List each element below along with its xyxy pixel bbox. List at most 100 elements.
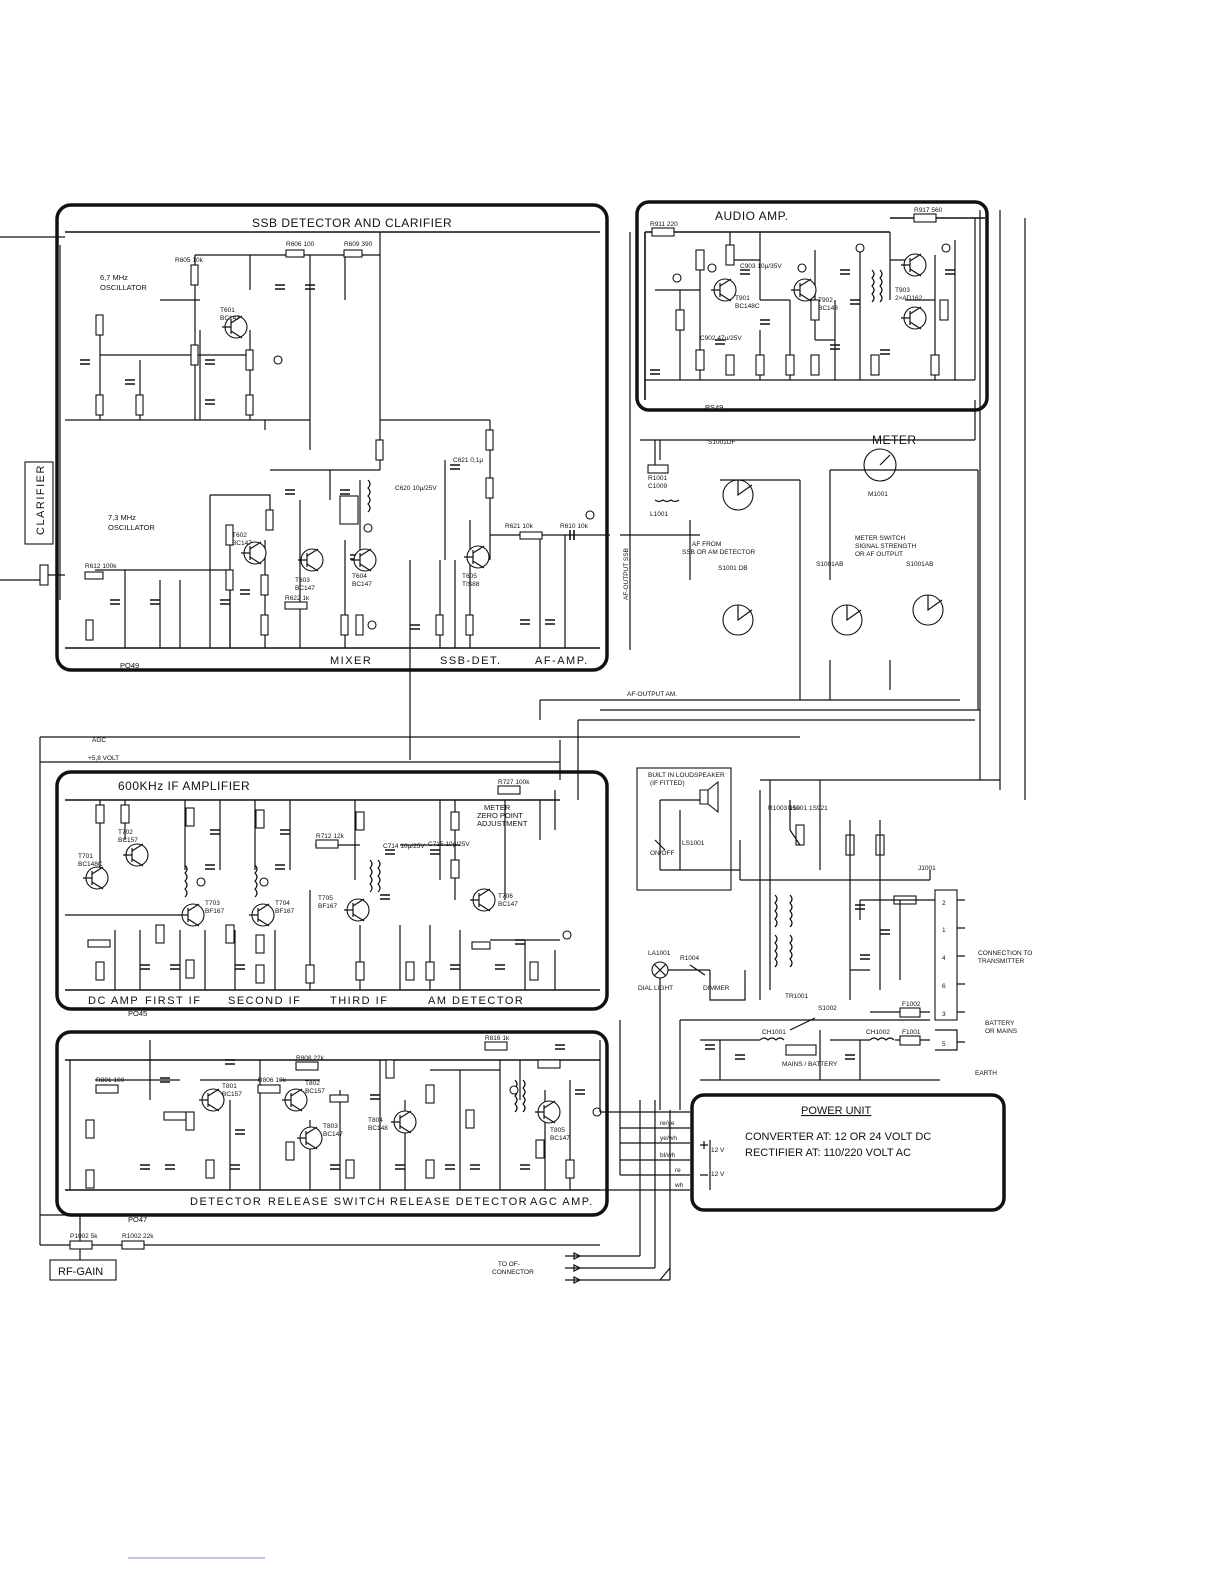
connection-line1: CONNECTION TO bbox=[978, 950, 1032, 957]
ssb-footer-ssbdet: SSB-DET. bbox=[440, 655, 502, 667]
af-output-ssb: AF-OUTPUT SSB bbox=[623, 548, 630, 600]
t805-type: BC147 bbox=[550, 1135, 570, 1142]
ssb-part-r624: R622 1k bbox=[285, 595, 310, 602]
t703-ref: T703 bbox=[205, 900, 220, 907]
s1002-label: S1002 bbox=[818, 1005, 837, 1012]
t802-ref: T802 bbox=[305, 1080, 320, 1087]
t706-ref: T706 bbox=[498, 893, 513, 900]
dimmer-ref: R1004 bbox=[680, 955, 700, 962]
osc1-label: OSCILLATOR bbox=[100, 283, 147, 292]
ssb-part-c619: C620 10μ/25V bbox=[395, 485, 437, 492]
audio-part-c902: C902 47μ/25V bbox=[700, 335, 742, 342]
osc2-freq: 7,3 MHz bbox=[108, 513, 136, 522]
ssb-part-r605: R605 10k bbox=[175, 257, 204, 264]
t604-type: BC147 bbox=[352, 581, 372, 588]
if-part-r727: R727 100k bbox=[498, 779, 530, 786]
switch-meter-section: S1001DF METER M1001 AF FROM SSB OR AM DE… bbox=[620, 210, 1026, 800]
terminal-6: 5 bbox=[942, 1041, 946, 1048]
t706-type: BC147 bbox=[498, 901, 518, 908]
s1001df-label: S1001DF bbox=[708, 439, 735, 446]
volt-label-2: 12 V bbox=[711, 1171, 725, 1178]
clarifier-label: CLARIFIER bbox=[35, 464, 47, 535]
wire-tag-2: ye/wh bbox=[660, 1135, 677, 1142]
if-board-id: PO45 bbox=[128, 1009, 147, 1018]
wire-tag-3: bl/wh bbox=[660, 1152, 676, 1159]
meter-adj-2: ZERO POINT bbox=[477, 811, 523, 820]
connector-line2: CONNECTOR bbox=[492, 1269, 534, 1276]
ssb-block-title: SSB DETECTOR AND CLARIFIER bbox=[252, 216, 452, 230]
t803-type: BC147 bbox=[323, 1131, 343, 1138]
osc2-label: OSCILLATOR bbox=[108, 523, 155, 532]
power-unit-title: POWER UNIT bbox=[801, 1105, 872, 1117]
meter-switch-line3: OR AF OUTPUT bbox=[855, 551, 903, 558]
t603-type: BC147 bbox=[295, 585, 315, 592]
of-connector: TO OF- CONNECTOR bbox=[492, 1100, 671, 1284]
agc-footer-detector: DETECTOR bbox=[190, 1196, 262, 1208]
if-footer-firstif: FIRST IF bbox=[145, 995, 201, 1007]
t803-ref: T803 bbox=[323, 1123, 338, 1130]
t602-ref: T602 bbox=[232, 532, 247, 539]
ssb-footer-mixer: MIXER bbox=[330, 655, 372, 667]
audio-part-c903: C903 10μ/35V bbox=[740, 263, 782, 270]
if-part-r712: R712 12k bbox=[316, 833, 345, 840]
t704-type: BF167 bbox=[275, 908, 295, 915]
t801-type: BC157 bbox=[222, 1091, 242, 1098]
t801-ref: T801 bbox=[222, 1083, 237, 1090]
ssb-part-c623: R610 10k bbox=[560, 523, 589, 530]
t701-ref: T701 bbox=[78, 853, 93, 860]
if-part-c714: C714 10μ/25V bbox=[383, 843, 425, 850]
osc1-freq: 6,7 MHz bbox=[100, 273, 128, 282]
wire-tag-1: re/ye bbox=[660, 1120, 675, 1127]
t903-ref: T903 bbox=[895, 287, 910, 294]
agc-part-r808: R808 22k bbox=[296, 1055, 325, 1062]
rf-gain-label: RF-GAIN bbox=[58, 1266, 103, 1278]
if-part-c715: C715 10μ/25V bbox=[428, 841, 470, 848]
af-output-am: AF-OUTPUT AM. bbox=[627, 691, 677, 698]
ssb-part-r611: R612 100k bbox=[85, 563, 117, 570]
rf-gain-control[interactable]: RF-GAIN P1002 5k R1002 22k bbox=[40, 1214, 600, 1281]
agc-footer-release-switch: RELEASE SWITCH bbox=[268, 1196, 386, 1208]
speaker-title-1: BUILT IN LOUDSPEAKER bbox=[648, 772, 725, 779]
t603-ref: T603 bbox=[295, 577, 310, 584]
earth-label: EARTH bbox=[975, 1070, 997, 1077]
t602-type: BC147 bbox=[232, 540, 252, 547]
connector-line1: TO OF- bbox=[498, 1261, 520, 1268]
ssb-part-r609: R609 390 bbox=[344, 241, 373, 248]
ssb-board-id: PO49 bbox=[120, 661, 139, 670]
terminal-2: 1 bbox=[942, 927, 946, 934]
t804-ref: T804 bbox=[368, 1117, 383, 1124]
meter-switch-line2: SIGNAL STRENGTH bbox=[855, 543, 916, 550]
agc-part-r816: R816 1k bbox=[485, 1035, 510, 1042]
f1001-label: F1001 bbox=[902, 1029, 921, 1036]
ssb-part-r606: R606 100 bbox=[286, 241, 315, 248]
agc-part-r806: R806 10k bbox=[258, 1077, 287, 1084]
audio-part-r911: R911 220 bbox=[650, 221, 678, 228]
agc-footer-release-detector: RELEASE DETECTOR bbox=[390, 1196, 528, 1208]
agc-board-id: PO47 bbox=[128, 1215, 147, 1224]
t702-ref: T702 bbox=[118, 829, 133, 836]
t601-ref: T601 bbox=[220, 307, 235, 314]
ch1-label: CH1001 bbox=[762, 1029, 786, 1036]
audio-block-title: AUDIO AMP. bbox=[715, 209, 788, 223]
audio-part-r917: R917 560 bbox=[914, 207, 943, 214]
plus58-bus-label: +5,8 VOLT bbox=[88, 755, 119, 762]
if-footer-thirdif: THIRD IF bbox=[330, 995, 388, 1007]
t902-type: BC148 bbox=[818, 305, 838, 312]
agc-bus-label: AGC bbox=[92, 737, 106, 744]
if-amp-block: 600KHz IF AMPLIFIER PO45 DC AMP FIRST IF… bbox=[55, 770, 609, 1018]
dial-light-label: DIAL LIGHT bbox=[638, 985, 673, 992]
audio-board-id: PS49 bbox=[705, 403, 723, 412]
t605-type: TIS88 bbox=[462, 581, 480, 588]
power-unit-line2: RECTIFIER AT: 110/220 VOLT AC bbox=[745, 1147, 911, 1159]
terminal-5: 3 bbox=[942, 1011, 946, 1018]
speaker-ref: LS1001 bbox=[682, 840, 705, 847]
af-from-line2: SSB OR AM DETECTOR bbox=[682, 549, 756, 556]
speaker-section: BUILT IN LOUDSPEAKER (IF FITTED) LS1001 … bbox=[636, 767, 931, 891]
ssb-footer-afamp: AF-AMP. bbox=[535, 655, 589, 667]
ssb-detector-block: SSB DETECTOR AND CLARIFIER PO49 MIXER SS… bbox=[39, 203, 610, 760]
if-footer-amdet: AM DETECTOR bbox=[428, 995, 524, 1007]
t805-ref: T805 bbox=[550, 1127, 565, 1134]
volt-label-1: 12 V bbox=[711, 1147, 725, 1154]
t902-ref: T902 bbox=[818, 297, 833, 304]
